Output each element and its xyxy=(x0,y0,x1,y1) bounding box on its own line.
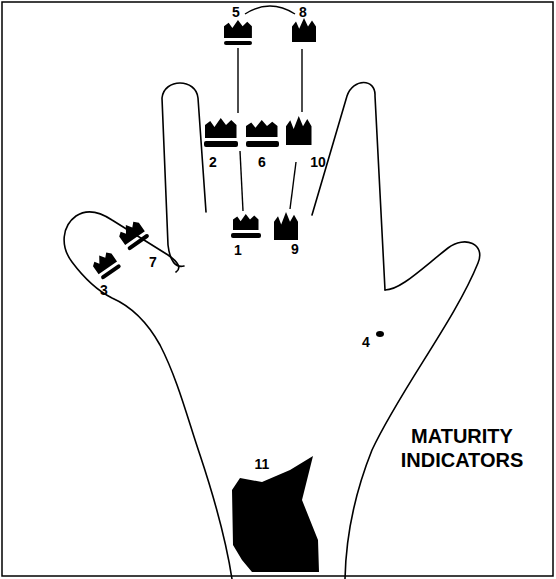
fused-epiphysis-shape xyxy=(292,18,316,42)
fused-epiphysis-shape xyxy=(274,212,298,240)
callout-number: 9 xyxy=(291,242,299,256)
callout-number: 11 xyxy=(255,457,270,471)
bone-markers xyxy=(90,18,384,572)
epiphysis-bar xyxy=(246,141,279,147)
arc-line xyxy=(245,6,295,14)
callout-number: 10 xyxy=(310,155,326,169)
callout-number: 2 xyxy=(209,155,217,169)
callout-number: 4 xyxy=(362,335,370,349)
callout-number: 1 xyxy=(234,243,242,257)
capping-epiphysis-shape xyxy=(246,120,278,137)
leader-line xyxy=(301,49,302,112)
hand-outline xyxy=(64,83,480,579)
epiphysis-shape xyxy=(224,20,252,38)
callout-number: 8 xyxy=(299,5,307,19)
callout-number: 3 xyxy=(100,283,108,297)
ring-finger-outline xyxy=(162,83,206,266)
leader-line xyxy=(240,151,243,211)
sesamoid-bone xyxy=(376,331,384,337)
leader-line xyxy=(290,162,296,209)
thumb-outline xyxy=(345,242,480,579)
index-finger-outline xyxy=(312,83,385,291)
pinky-outline xyxy=(64,212,232,579)
diagram-title: MATURITY INDICATORS xyxy=(392,424,532,472)
pinky-epiphysis xyxy=(116,218,150,251)
leader-line xyxy=(237,48,238,113)
epiphysis-bar xyxy=(100,264,121,280)
callout-number: 6 xyxy=(258,155,266,169)
bone-connector-lines xyxy=(238,6,302,211)
fused-epiphysis-shape xyxy=(286,116,312,145)
epiphysis-shape xyxy=(205,118,237,138)
pinky-epiphysis xyxy=(90,249,121,280)
callout-number: 5 xyxy=(232,5,240,19)
epiphysis-shape xyxy=(233,214,259,230)
epiphysis-bar xyxy=(127,233,150,251)
epiphysis-bar xyxy=(224,41,252,45)
epiphysis-bar xyxy=(204,141,238,147)
epiphysis-bar xyxy=(231,233,261,238)
callout-number: 7 xyxy=(149,255,157,269)
radius-epiphysis xyxy=(232,456,319,572)
